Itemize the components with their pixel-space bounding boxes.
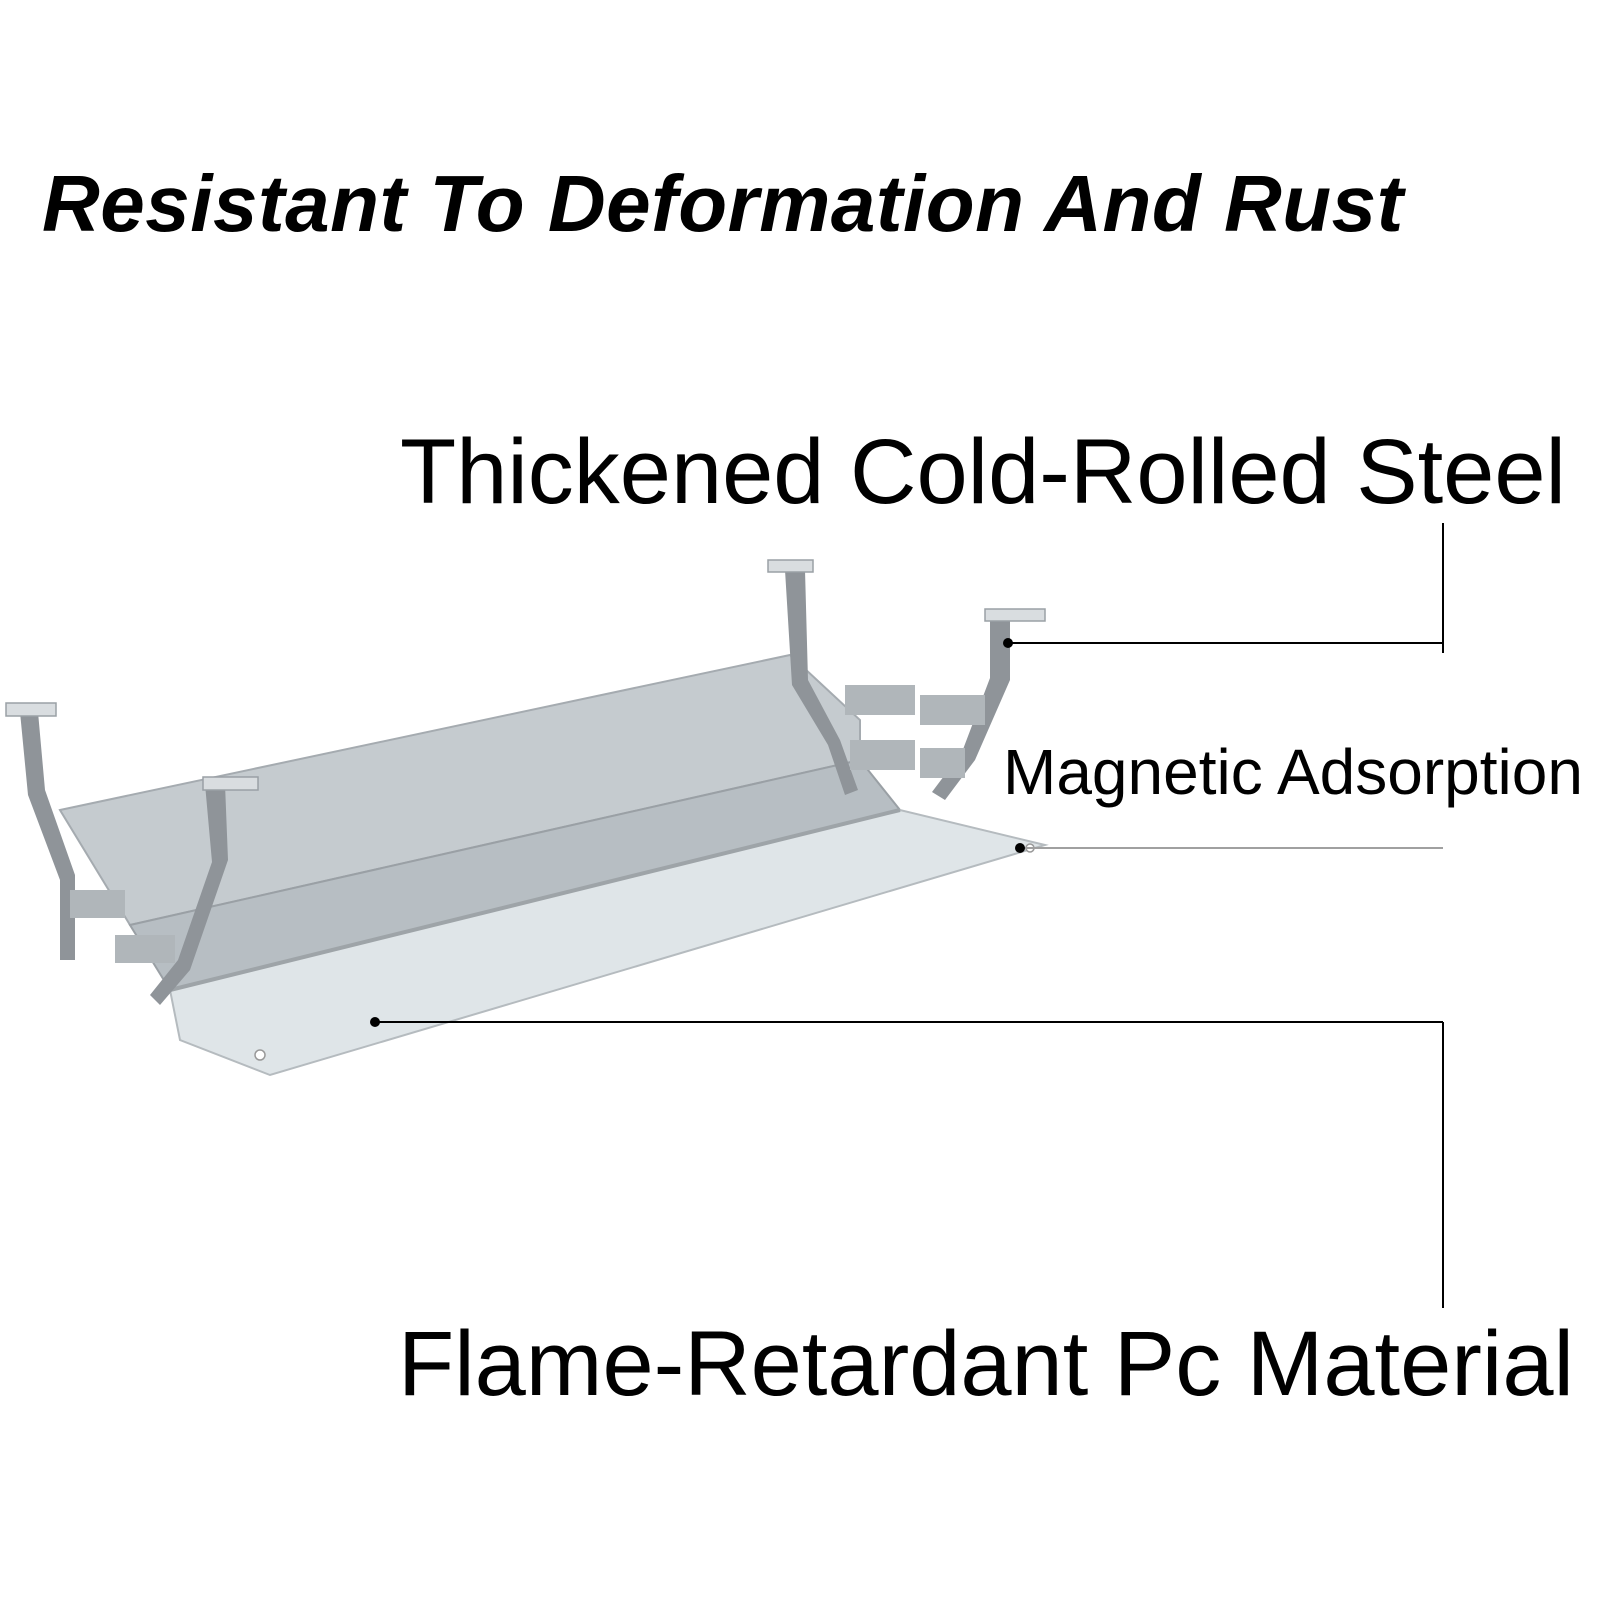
bracket-left-inner (150, 784, 228, 1005)
panel-edge (169, 808, 901, 992)
bracket-tab-left-outer (5, 702, 57, 717)
bracket-left-outer (20, 712, 75, 960)
leader-magnetic (1015, 843, 1443, 853)
end-slot-right-3 (850, 740, 915, 770)
end-slot-left-1 (70, 890, 125, 918)
bracket-tab-right-outer (984, 608, 1046, 622)
bracket-tab-right-inner (767, 559, 814, 573)
page-title: Resistant To Deformation And Rust (42, 159, 1404, 248)
callout-magnetic: Magnetic Adsorption (1003, 736, 1583, 808)
end-slot-right-2 (920, 695, 985, 725)
bracket-right-outer (932, 618, 1010, 800)
end-slot-left-2 (115, 935, 175, 963)
leader-steel (1003, 523, 1444, 653)
panel-hole-left (254, 1049, 266, 1061)
end-slot-right-1 (845, 685, 915, 715)
bracket-right-inner (785, 570, 858, 795)
callout-pc-material: Flame-Retardant Pc Material (398, 1313, 1574, 1415)
leader-pc (370, 1017, 1444, 1308)
callout-steel: Thickened Cold-Rolled Steel (400, 421, 1566, 523)
bracket-tab-left-inner (202, 776, 259, 791)
end-slot-right-4 (920, 748, 965, 778)
